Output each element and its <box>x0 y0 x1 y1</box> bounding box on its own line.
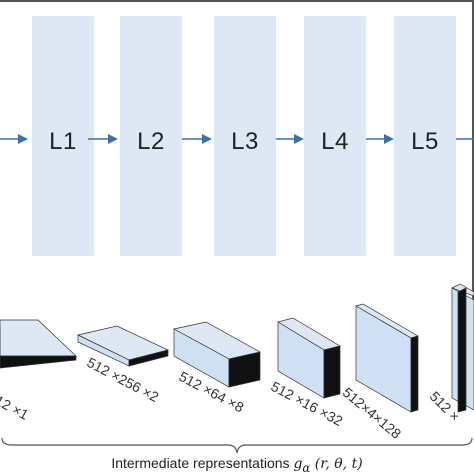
tensor-block-5 <box>355 303 419 413</box>
tensor-block-3 <box>173 321 261 388</box>
layer-l1-label: L1 <box>49 128 77 155</box>
arrow-into-l1-icon <box>0 134 28 144</box>
tensor-block-4 <box>277 317 341 399</box>
tensor-block-1 <box>0 319 77 369</box>
caption-formula-symbol: g <box>293 456 303 472</box>
caption-formula-args: (r, θ, t) <box>310 456 363 472</box>
layer-l3-label: L3 <box>231 128 259 155</box>
arrow-l2-l3-icon <box>182 134 212 144</box>
curly-brace-icon <box>1 437 473 454</box>
figure-border-right <box>472 0 474 300</box>
arrow-out-l5-icon <box>456 138 474 140</box>
layer-l2-box <box>120 16 182 256</box>
layer-l4-box <box>304 16 366 256</box>
caption: Intermediate representations gα (r, θ, t… <box>0 455 474 475</box>
tensor-blocks <box>0 283 474 413</box>
layer-l1-box <box>32 16 94 256</box>
layer-l5-label: L5 <box>411 128 439 155</box>
layer-l5-box <box>394 16 456 256</box>
caption-text: Intermediate representations <box>111 455 294 471</box>
tensor-block-6 <box>451 283 474 413</box>
arrow-l4-l5-icon <box>366 134 394 144</box>
layer-l2-label: L2 <box>137 128 165 155</box>
figure-border-top <box>0 0 474 2</box>
layer-l4-label: L4 <box>321 128 349 155</box>
caption-formula-subscript: α <box>302 460 311 475</box>
tensor-block-2 <box>76 325 170 367</box>
arrow-l3-l4-icon <box>276 134 304 144</box>
caption-formula: gα (r, θ, t) <box>293 456 363 475</box>
layer-l3-box <box>214 16 276 256</box>
arrow-l1-l2-icon <box>88 134 118 144</box>
